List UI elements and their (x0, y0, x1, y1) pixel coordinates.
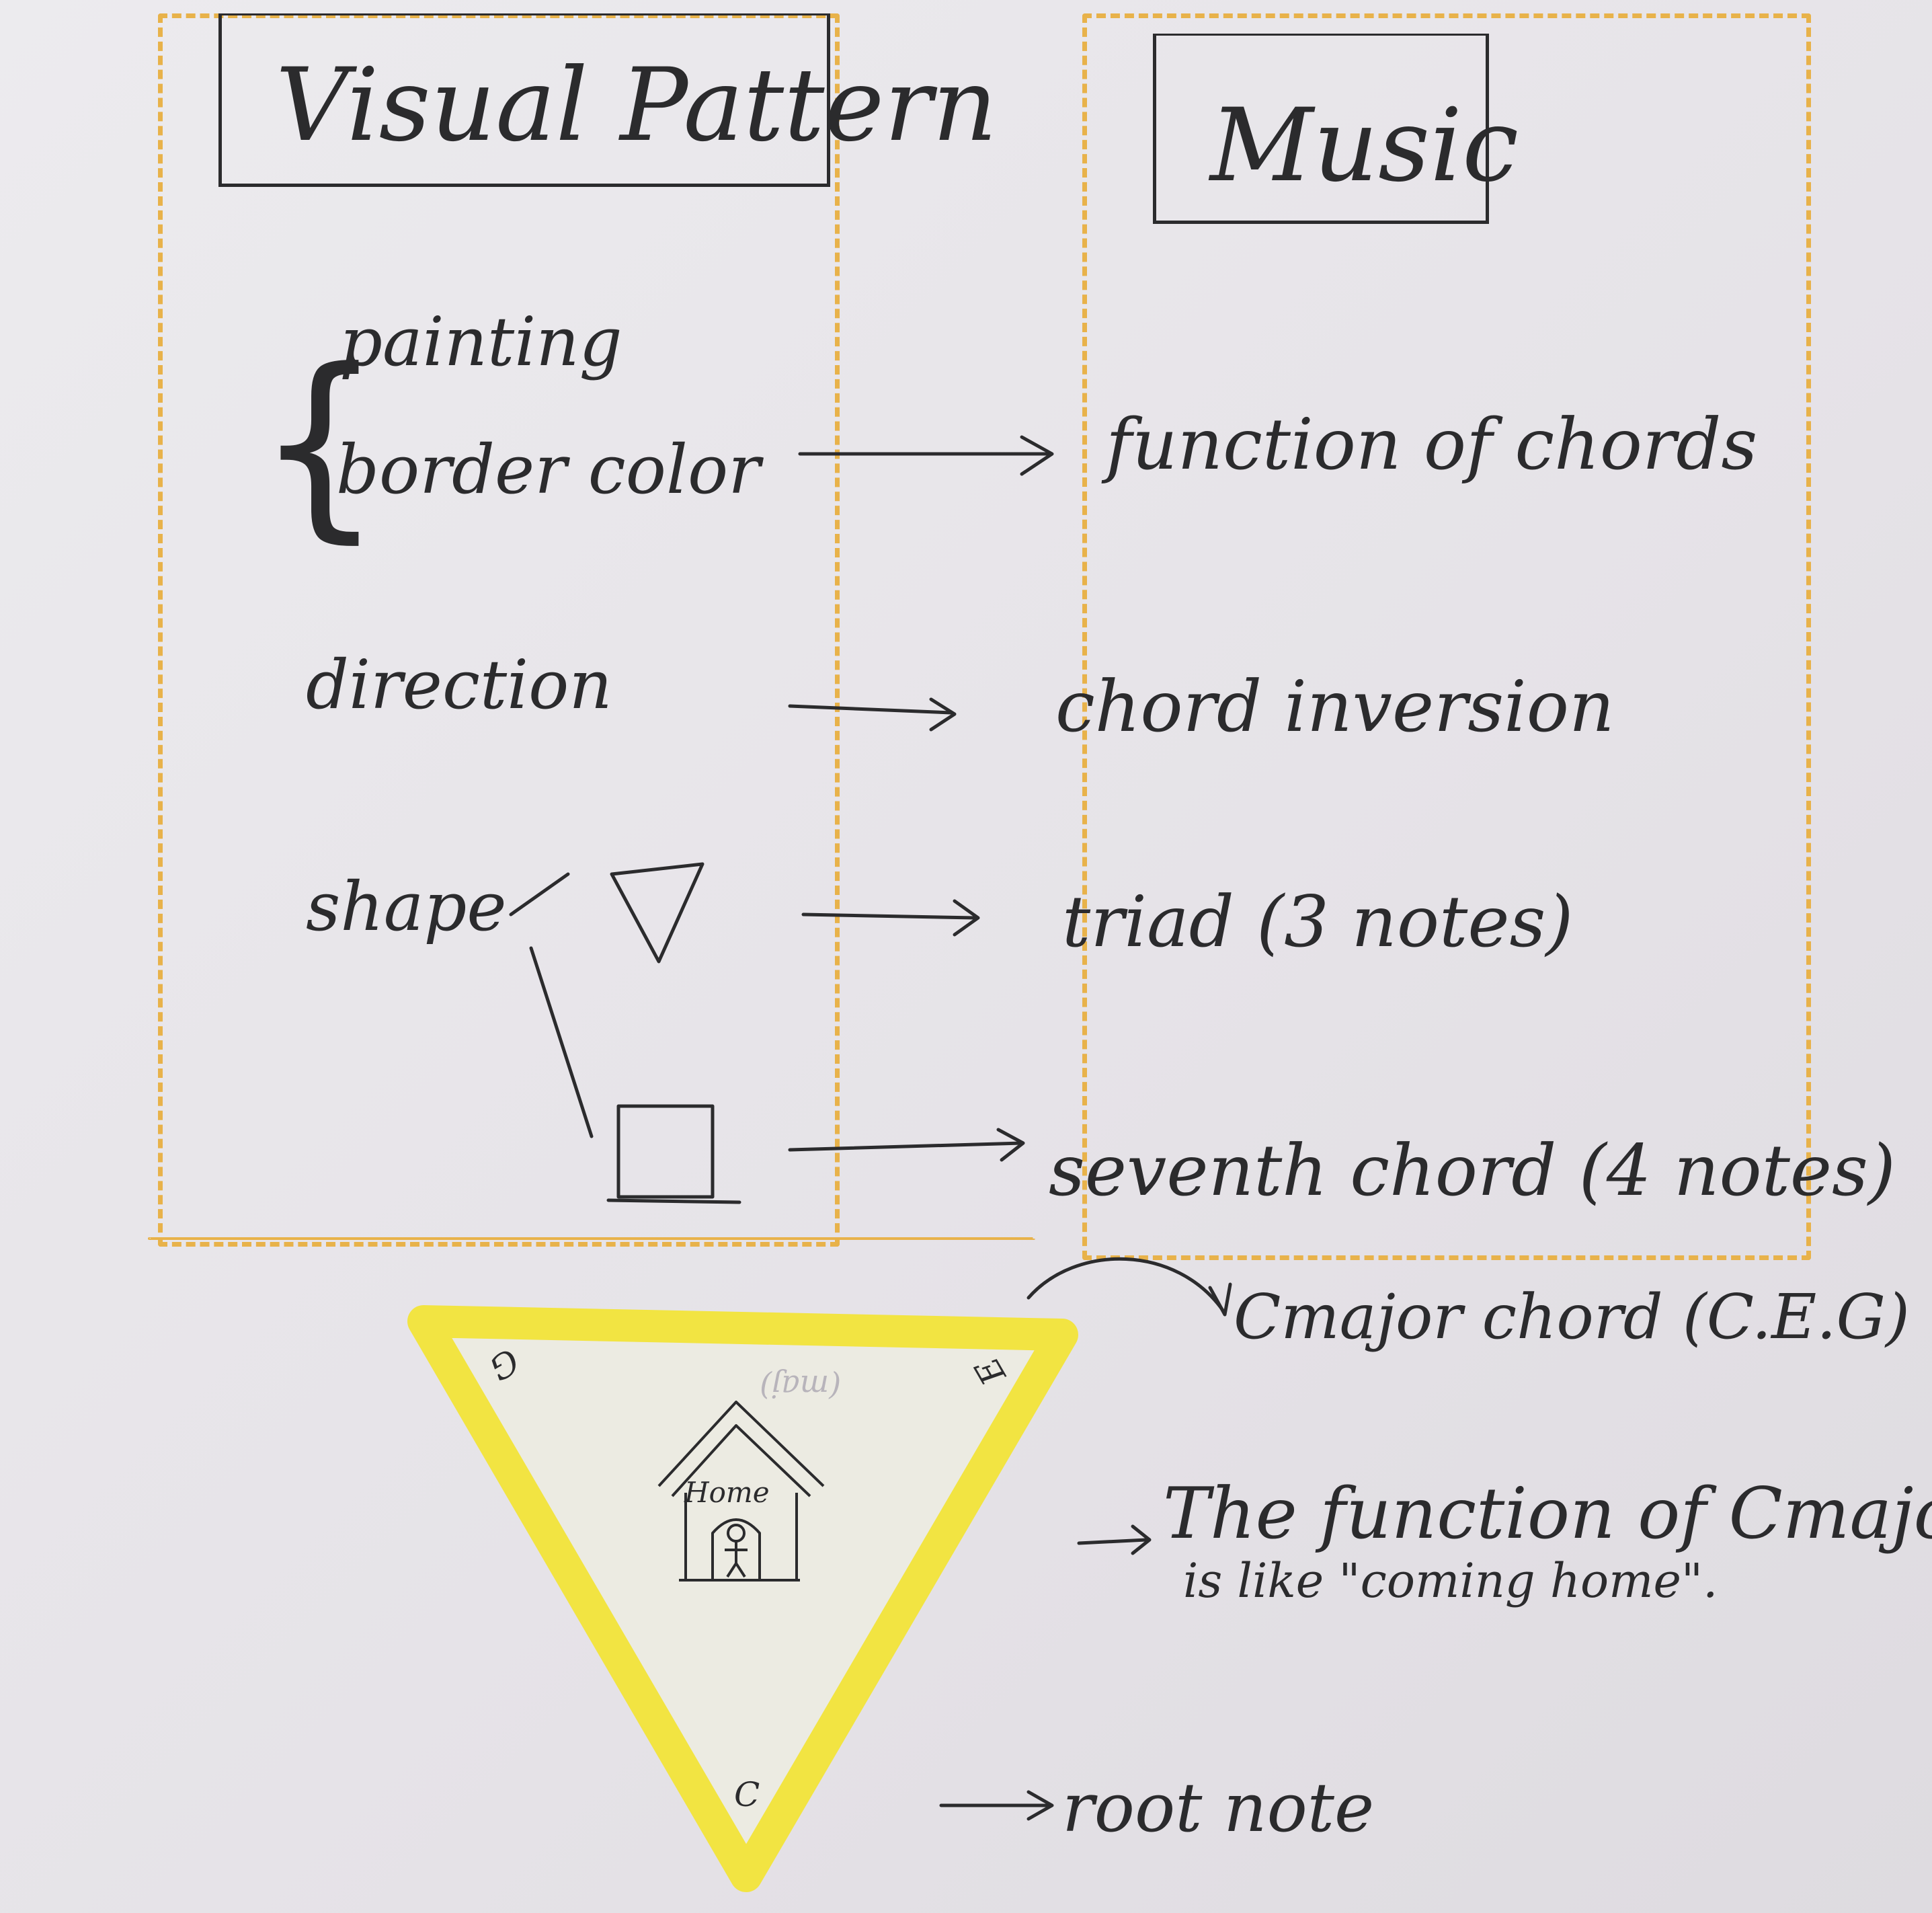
cmajor-chord-label: Cmajor chord (C.E.G) (1234, 1281, 1910, 1353)
chord-inversion-label: chord inversion (1055, 666, 1615, 748)
brace: { (255, 326, 384, 561)
music-column-frame (1082, 13, 1811, 1260)
root-note-label: root note (1062, 1768, 1375, 1847)
arrow-triad (801, 899, 980, 937)
music-header: Music (1210, 87, 1519, 204)
triad-label: triad (3 notes) (1062, 881, 1574, 963)
shape-label: shape (306, 867, 507, 946)
visual-pattern-header-box (218, 13, 830, 187)
shape-branch-lines (509, 872, 594, 1138)
square-symbol-icon (606, 1104, 741, 1204)
function-note-line2: is like "coming home". (1183, 1553, 1718, 1608)
direction-label: direction (306, 646, 612, 724)
border-color-label: border color (336, 430, 761, 509)
home-label: Home (684, 1476, 770, 1509)
visual-pattern-column-frame (158, 13, 840, 1247)
seventh-chord-label: seventh chord (4 notes) (1049, 1130, 1896, 1212)
divider-line (148, 1237, 1035, 1240)
visual-pattern-header: Visual Pattern (276, 47, 998, 164)
arrow-seventh (788, 1128, 1025, 1162)
arrow-to-root-note (939, 1790, 1054, 1821)
arrow-to-function-note (1077, 1524, 1152, 1555)
arrow-inversion (788, 697, 957, 732)
painting-label: painting (339, 303, 622, 381)
faint-maj-text: (maj) (760, 1368, 842, 1405)
triangle-symbol-icon (610, 862, 705, 964)
function-note-line1: The function of Cmajor (1163, 1473, 1932, 1555)
function-of-chords-label: function of chords (1106, 403, 1758, 485)
home-house-icon (657, 1401, 825, 1582)
arrow-to-cmajor (1027, 1257, 1232, 1317)
cmajor-triangle-card (407, 1305, 1078, 1892)
corner-note-c: C (734, 1775, 760, 1814)
music-header-box (1153, 34, 1489, 224)
arrow-function (798, 435, 1054, 476)
